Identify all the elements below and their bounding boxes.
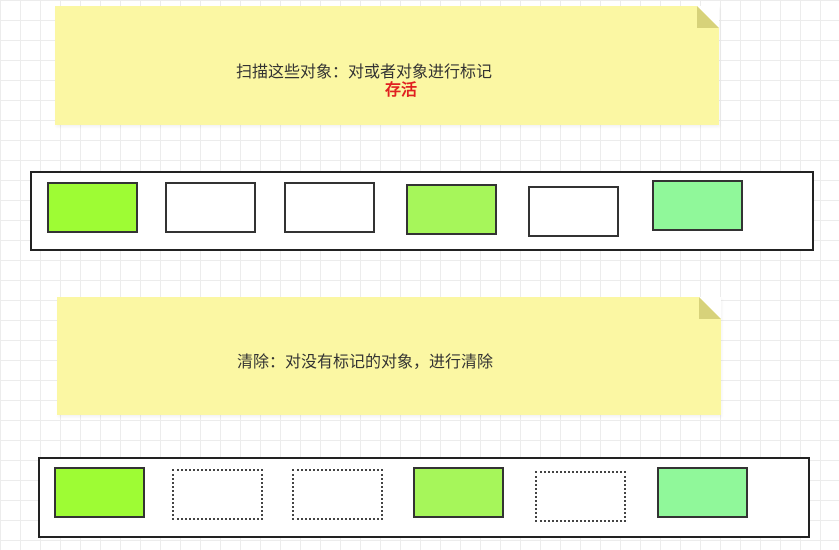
mark-note-text: 扫描这些对象：对或者对象进行标记 [236, 62, 493, 81]
heap-before-sweep [30, 171, 814, 251]
heap-object-unmarked [528, 186, 619, 237]
mark-note: 扫描这些对象：对或者对象进行标记 存活 [55, 6, 719, 125]
heap-object-unmarked [284, 182, 375, 233]
heap-object-live [54, 467, 145, 518]
heap-object-cleared [172, 469, 263, 520]
mark-note-highlight: 存活 [385, 80, 418, 99]
heap-object-live [406, 184, 497, 235]
heap-object-live [47, 182, 138, 233]
heap-after-sweep [38, 457, 810, 538]
heap-object-live [413, 467, 504, 518]
note-fold-shadow [699, 297, 721, 319]
heap-object-cleared [535, 471, 626, 522]
note-fold-shadow [697, 6, 719, 28]
heap-object-cleared [292, 469, 383, 520]
heap-object-live [657, 467, 748, 518]
heap-object-unmarked [165, 182, 256, 233]
sweep-note: 清除：对没有标记的对象，进行清除 [57, 297, 721, 415]
sweep-note-text: 清除：对没有标记的对象，进行清除 [237, 352, 494, 371]
heap-object-live [652, 180, 743, 231]
